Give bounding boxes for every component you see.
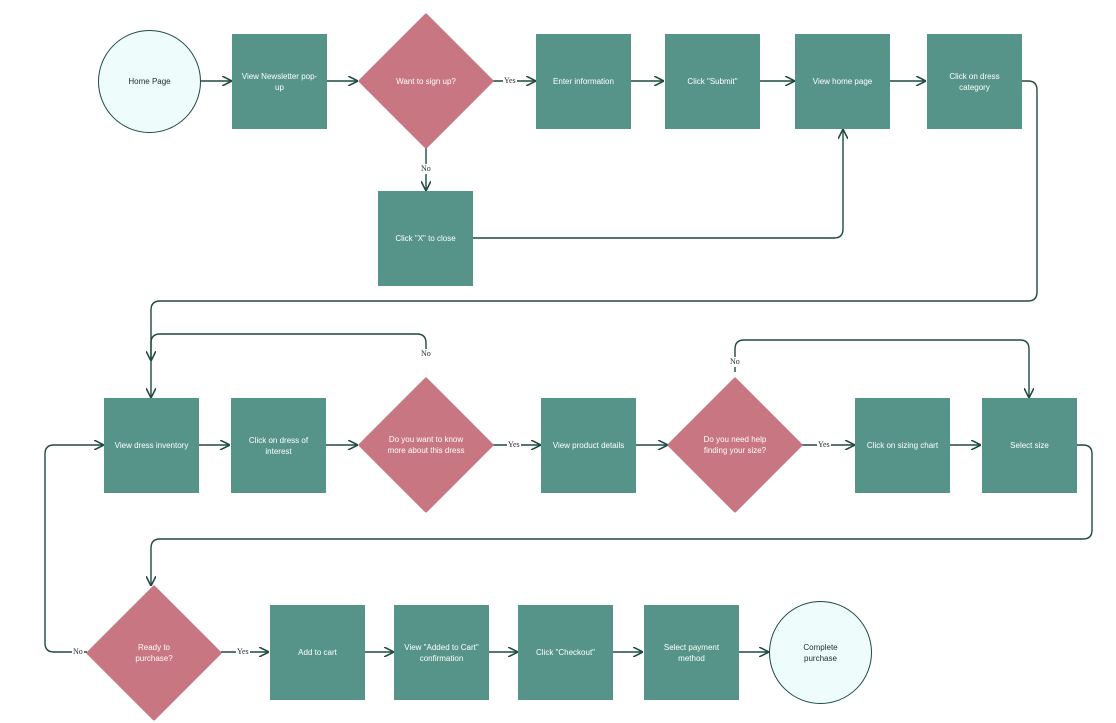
click-checkout-label: Click "Checkout" <box>535 648 596 657</box>
diamond-shape <box>667 377 803 513</box>
edge-label-ready-no: No <box>72 647 84 657</box>
edge-label-ready-yes: Yes <box>236 647 250 657</box>
view-dress-inventory-label: View dress inventory <box>114 441 189 450</box>
know-more-decision: Do you want to know more about this dres… <box>358 377 494 513</box>
select-size-label: Select size <box>1010 441 1049 450</box>
view-product-details-step: View product details <box>541 398 636 493</box>
need-help-size-decision: Do you need help finding your size? <box>667 377 803 513</box>
edge-label-know-more-no: No <box>420 349 432 359</box>
view-added-to-cart-label: View "Added to Cart" confirmation <box>404 642 479 663</box>
diamond-shape <box>86 585 222 721</box>
need-help-size-label: Do you need help finding your size? <box>703 435 767 455</box>
enter-information-step: Enter information <box>536 34 631 129</box>
want-sign-up-label: Want to sign up? <box>396 76 456 86</box>
click-checkout-step: Click "Checkout" <box>518 605 613 700</box>
view-dress-inventory-step: View dress inventory <box>104 398 199 493</box>
edge-category-to-inventory <box>151 80 1038 397</box>
click-dress-interest-label: Click on dress of interest <box>248 435 309 456</box>
view-home-page-label: View home page <box>812 77 873 86</box>
view-newsletter-label: View Newsletter pop-up <box>241 71 318 92</box>
complete-purchase-terminal: Complete purchase <box>769 601 872 704</box>
edge-knowmore-no-loop <box>151 333 427 360</box>
select-payment-step: Select payment method <box>644 605 739 700</box>
click-x-close-label: Click "X" to close <box>395 234 456 243</box>
view-product-details-label: View product details <box>552 441 625 450</box>
select-payment-label: Select payment method <box>663 642 720 663</box>
complete-purchase-label: Complete purchase <box>803 642 838 663</box>
diamond-shape <box>358 377 494 513</box>
ready-to-purchase-decision: Ready to purchase? <box>86 585 222 721</box>
edge-selectsize-to-ready <box>151 444 1093 585</box>
diamond-shape <box>358 13 494 149</box>
click-submit-label: Click "Submit" <box>687 77 738 86</box>
home-page-terminal: Home Page <box>98 30 201 133</box>
edge-label-know-more-yes: Yes <box>507 440 521 450</box>
click-dress-category-step: Click on dress category <box>927 34 1022 129</box>
view-added-to-cart-step: View "Added to Cart" confirmation <box>394 605 489 700</box>
add-to-cart-step: Add to cart <box>270 605 365 700</box>
select-size-step: Select size <box>982 398 1077 493</box>
click-dress-category-label: Click on dress category <box>949 71 1000 92</box>
edge-sizehelp-no-to-selectsize <box>734 339 1029 397</box>
edge-ready-no-to-inventory <box>44 445 103 653</box>
add-to-cart-label: Add to cart <box>298 648 337 657</box>
click-dress-interest-step: Click on dress of interest <box>231 398 326 493</box>
click-sizing-chart-step: Click on sizing chart <box>855 398 950 493</box>
ready-to-purchase-label: Ready to purchase? <box>135 643 173 663</box>
edge-label-signup-no: No <box>420 164 432 174</box>
want-sign-up-decision: Want to sign up? <box>358 13 494 149</box>
edge-label-size-help-yes: Yes <box>817 440 831 450</box>
enter-information-label: Enter information <box>553 77 614 86</box>
home-page-label: Home Page <box>128 77 171 86</box>
edge-close-to-homepage <box>473 130 843 239</box>
edge-label-signup-yes: Yes <box>503 76 517 86</box>
click-sizing-chart-label: Click on sizing chart <box>866 441 939 450</box>
click-x-close-step: Click "X" to close <box>378 191 473 286</box>
view-newsletter-step: View Newsletter pop-up <box>232 34 327 129</box>
view-home-page-step: View home page <box>795 34 890 129</box>
know-more-label: Do you want to know more about this dres… <box>387 435 465 455</box>
click-submit-step: Click "Submit" <box>665 34 760 129</box>
edge-label-size-help-no: No <box>729 357 741 367</box>
